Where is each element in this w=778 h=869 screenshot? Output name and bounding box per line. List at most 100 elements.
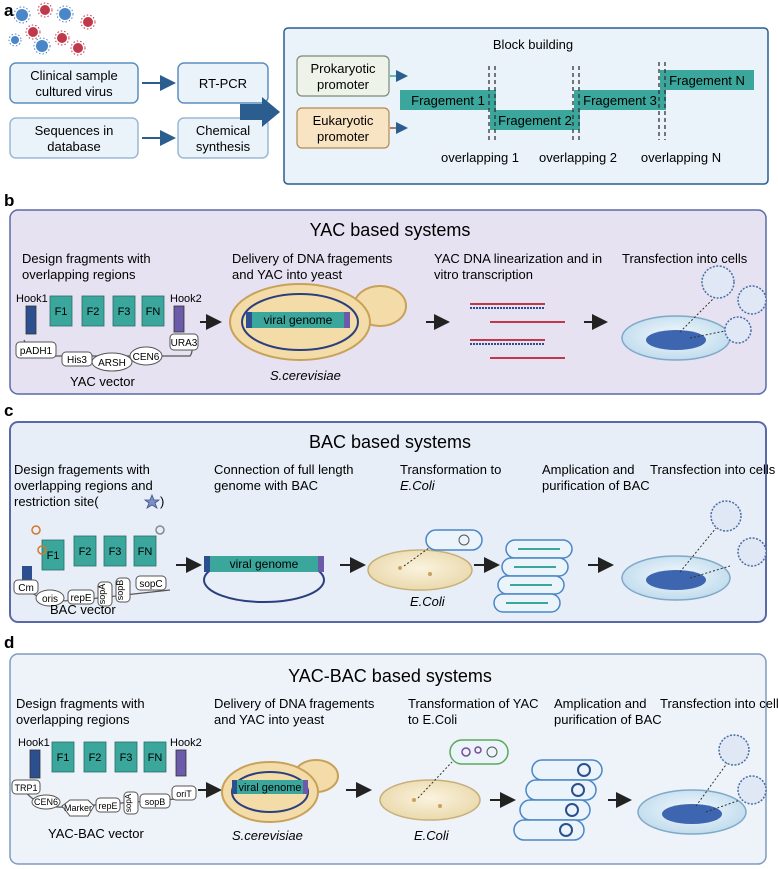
bacterium-icon — [449, 739, 509, 765]
overlap-lines — [488, 62, 666, 140]
method-chemical-line2: synthesis — [196, 139, 251, 154]
yacbac-elements — [11, 779, 197, 817]
overlap-1-label: overlapping 1 — [441, 150, 519, 165]
method-chemical-line1: Chemical — [196, 123, 250, 138]
frag-c-f2: F2 — [79, 546, 92, 558]
element-sopb: sopB — [115, 580, 125, 601]
d-organism-yeast: S.cerevisiae — [232, 828, 303, 843]
element-sopc: sopC — [139, 579, 162, 590]
fragment-3-label: Fragement 3 — [583, 93, 657, 108]
restriction-site-icon — [143, 493, 161, 509]
petri-dish-icon — [621, 295, 731, 361]
element-marker: Marker — [64, 803, 92, 813]
fragment-n-label: Fragement N — [669, 73, 745, 88]
eukaryotic-line1: Eukaryotic — [313, 113, 374, 128]
element-ura3: URA3 — [171, 338, 198, 349]
yac-vector-label: YAC vector — [70, 374, 135, 389]
step-c1-line3: restriction site( — [14, 494, 99, 509]
d-hook1-block — [29, 749, 41, 779]
source-clinical-line2: cultured virus — [35, 84, 113, 99]
panel-d: d YAC-BAC based systems Design fragments… — [4, 633, 778, 865]
fragment-1-label: Fragement 1 — [411, 93, 485, 108]
step-c3-line1: Transformation to — [400, 462, 501, 477]
yeast-cell-icon — [221, 759, 339, 823]
method-box-rtpcr — [177, 62, 269, 104]
bacterium-icon — [425, 529, 483, 551]
step-d2-line2: and YAC into yeast — [214, 712, 324, 727]
d-hook1-label: Hook1 — [18, 737, 50, 749]
element-sopb-d: sopB — [145, 797, 166, 807]
yeast-cell-icon — [229, 283, 407, 361]
petri-dish-icon — [621, 527, 731, 601]
step-c1-line3-close: ) — [160, 494, 164, 509]
panel-d-title: YAC-BAC based systems — [288, 666, 492, 686]
step-b1-line2: overlapping regions — [22, 267, 136, 282]
bac-elements — [13, 575, 167, 607]
agar-plate-icon — [379, 761, 481, 821]
element-padh1: pADH1 — [20, 346, 53, 357]
frag-b-f3: F3 — [118, 306, 131, 318]
source-database-line2: database — [47, 139, 101, 154]
eukaryotic-line2: promoter — [317, 129, 370, 144]
element-cm: Cm — [18, 583, 34, 594]
step-b2-line1: Delivery of DNA fragements — [232, 251, 393, 266]
panel-letter-b: b — [4, 191, 14, 210]
block-building-box — [283, 27, 769, 185]
step-c5-line1: Transfection into cells — [650, 462, 776, 477]
step-c4-line1: Amplication and — [542, 462, 635, 477]
source-box-clinical — [9, 62, 139, 104]
step-d1-line2: overlapping regions — [16, 712, 130, 727]
c-organism-label: E.Coli — [410, 594, 446, 609]
prokaryotic-line2: promoter — [317, 77, 370, 92]
hook1-block — [25, 305, 37, 335]
overlap-n-label: overlapping N — [641, 150, 721, 165]
panel-letter-a: a — [4, 1, 14, 20]
fragment-3 — [574, 90, 666, 110]
step-c1-line2: overlapping regions and — [14, 478, 153, 493]
frag-c-f1: F1 — [47, 550, 60, 562]
d-organism-ecoli: E.Coli — [414, 828, 450, 843]
element-repe-d: repE — [98, 801, 117, 811]
element-cen6: CEN6 — [133, 352, 160, 363]
panel-b: b YAC based systems Design fragments wit… — [4, 191, 767, 395]
element-sopa: sopA — [97, 584, 107, 605]
frag-d-f1: F1 — [57, 752, 70, 764]
step-c3-line2: E.Coli — [400, 478, 436, 493]
panel-c: c BAC based systems Design fragements wi… — [4, 401, 776, 623]
step-b2-line2: and YAC into yeast — [232, 267, 342, 282]
b-organism-label: S.cerevisiae — [270, 368, 341, 383]
source-clinical-line1: Clinical sample — [30, 68, 117, 83]
frag-c-fn: FN — [138, 546, 153, 558]
panel-letter-d: d — [4, 633, 14, 652]
element-orit: oriT — [176, 789, 192, 799]
frag-b-fn: FN — [146, 306, 161, 318]
virus-particle-icon — [701, 265, 767, 344]
element-arsh: ARSH — [98, 358, 126, 369]
frag-d-f2: F2 — [89, 752, 102, 764]
fragment-1 — [400, 90, 496, 110]
frag-b-f1: F1 — [55, 306, 68, 318]
fragment-2 — [490, 110, 580, 130]
step-d3-line1: Transformation of YAC — [408, 696, 539, 711]
step-d4-line2: purification of BAC — [554, 712, 662, 727]
step-d1-line1: Design fragments with — [16, 696, 145, 711]
yacbac-vector-label: YAC-BAC vector — [48, 826, 145, 841]
virus-particle-icon — [710, 500, 767, 567]
panel-a: a Clinical sample cultured virus Sequenc… — [4, 1, 769, 185]
restriction-site-icon — [31, 525, 165, 555]
bac-vector-label: BAC vector — [50, 602, 116, 617]
prokaryotic-promoter-box — [296, 55, 390, 97]
step-c4-line2: purification of BAC — [542, 478, 650, 493]
step-c2-line1: Connection of full length — [214, 462, 353, 477]
source-box-database — [9, 117, 139, 159]
panel-b-title: YAC based systems — [310, 220, 471, 240]
fragment-2-label: Fragement 2 — [498, 113, 572, 128]
amplified-bacteria-icon — [493, 539, 573, 613]
step-b3-line2: vitro transcription — [434, 267, 533, 282]
eukaryotic-promoter-box — [296, 107, 390, 149]
method-box-chemical — [177, 117, 269, 159]
bac-genome-icon — [203, 556, 325, 603]
d-hook2-block — [175, 749, 187, 777]
element-his3: His3 — [67, 355, 87, 366]
hook2-label: Hook2 — [170, 293, 202, 305]
